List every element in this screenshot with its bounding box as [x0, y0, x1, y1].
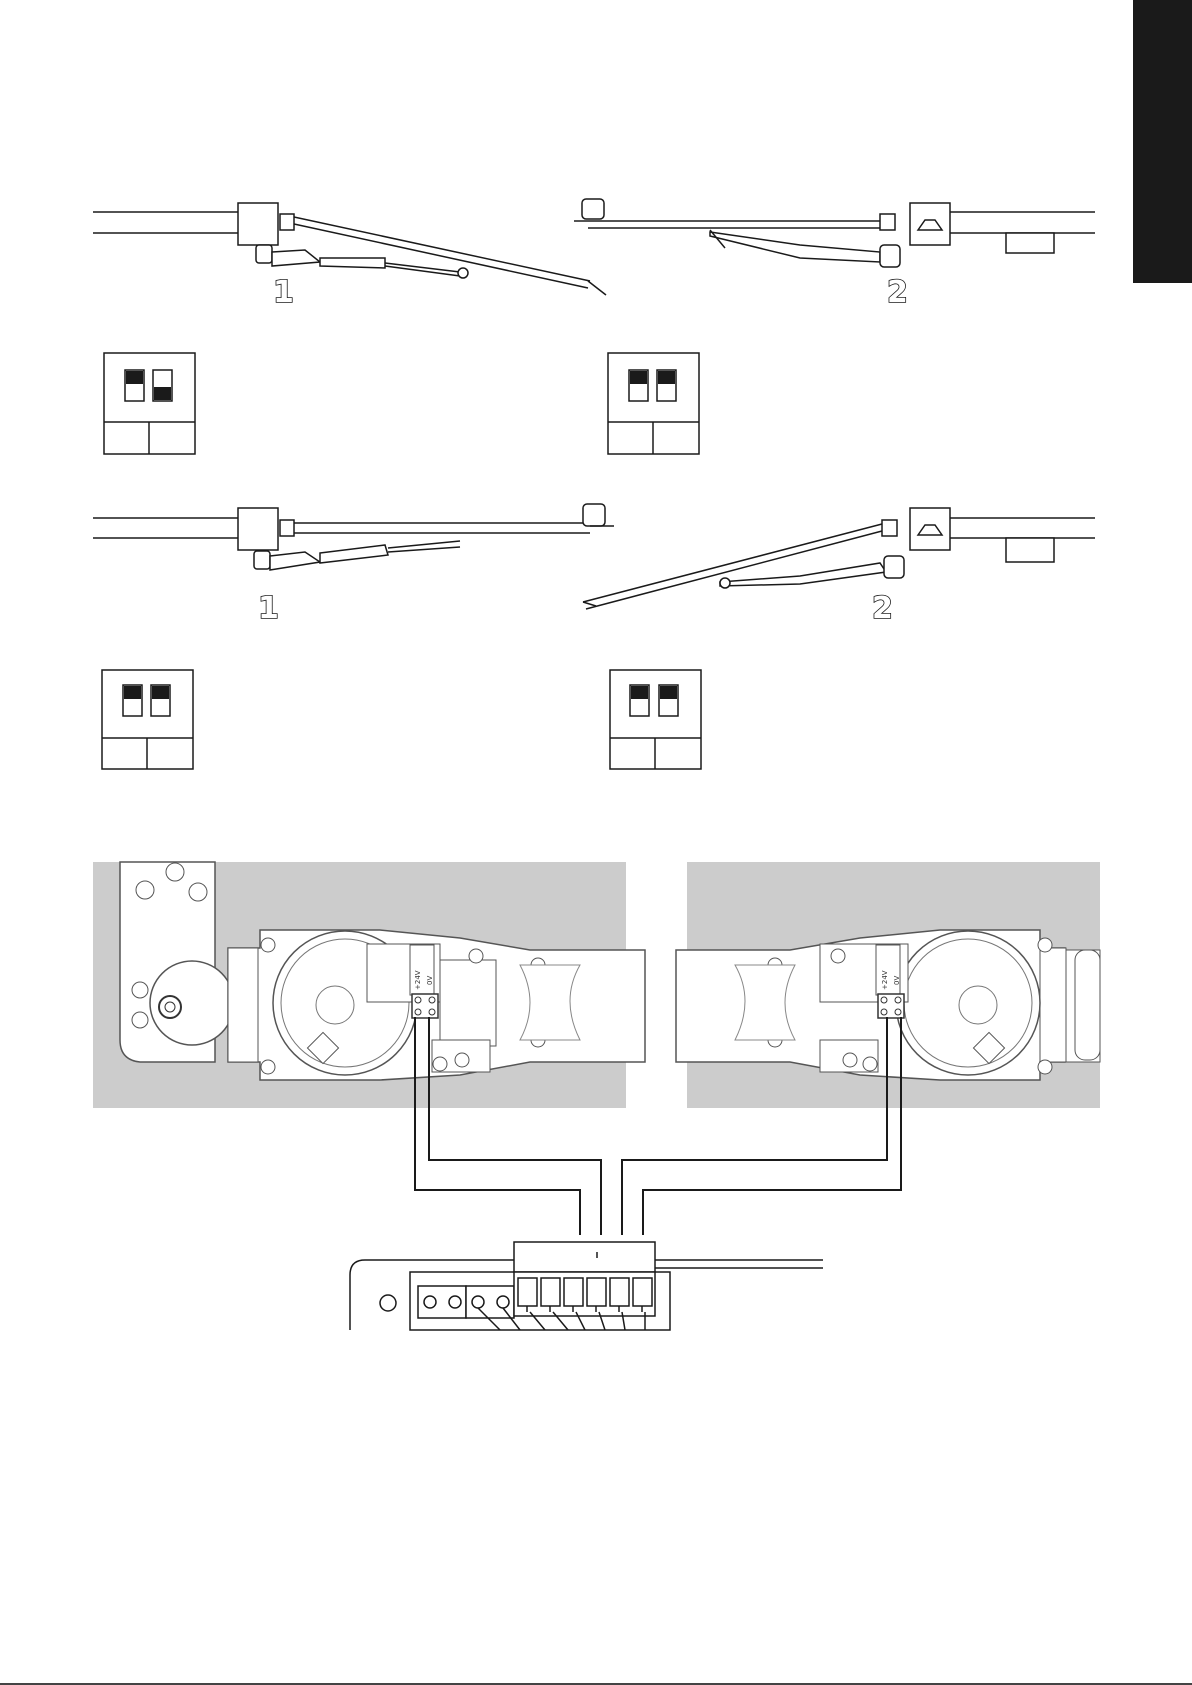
figure-label-mid-left: 1	[258, 591, 279, 626]
control-board	[350, 1242, 823, 1330]
arm-diagram-mid-right	[583, 508, 1095, 609]
dip-switch-mid-left	[102, 670, 193, 769]
dip-lever-2	[153, 370, 172, 401]
figure-label-mid-right: 2	[872, 591, 893, 626]
terminal-label-neg-right: 0V	[893, 976, 901, 985]
dip-lever-2	[657, 370, 676, 401]
dip-lever-1	[123, 685, 142, 716]
dip-switch-top-right	[608, 353, 699, 454]
figure-label-top-right: 2	[887, 275, 908, 310]
dip-lever-2	[659, 685, 678, 716]
terminal-label-pos-right: +24V	[881, 970, 889, 990]
dip-switch-top-left	[104, 353, 195, 454]
arm-diagram-mid-left	[93, 504, 614, 570]
arm-diagram-top-left	[93, 203, 606, 295]
dip-switch-mid-right	[610, 670, 701, 769]
dip-lever-2	[151, 685, 170, 716]
dip-lever-1	[629, 370, 648, 401]
terminal-label-pos-left: +24V	[414, 970, 422, 990]
dip-lever-1	[125, 370, 144, 401]
dip-lever-1	[630, 685, 649, 716]
arm-diagram-top-right	[574, 199, 1095, 267]
figure-label-top-left: 1	[273, 275, 294, 310]
motor-panel-left: +24V 0V	[93, 862, 645, 1108]
terminal-label-neg-left: 0V	[426, 976, 434, 985]
